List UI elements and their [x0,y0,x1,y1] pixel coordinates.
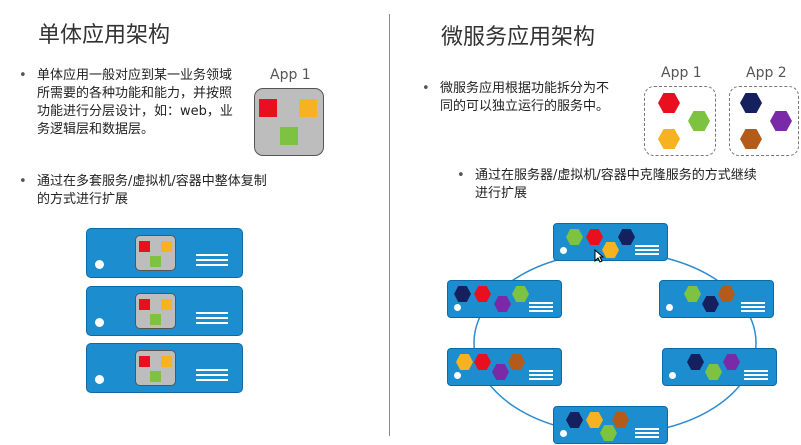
server-status-light [560,430,567,437]
microservice-app2-box [729,86,799,156]
server-status-light [666,304,673,311]
green-module [150,256,161,267]
green-service [600,425,617,441]
server-status-light [95,260,104,269]
bullet-dot: • [422,81,430,96]
red-service [474,354,491,370]
red-module [139,241,150,252]
brown-service [612,412,629,428]
server-vent-lines [196,312,228,326]
navy-service [687,354,704,370]
green-service [684,286,701,302]
orange-module [161,356,172,367]
microservice-server-upper-left [447,280,562,318]
microservice-server-lower-right [662,348,777,386]
bullet-dot: • [19,68,27,83]
microservice-bullet-1: • 微服务应用根据功能拆分为不同的可以独立运行的服务中。 [422,80,616,116]
orange-service [602,242,619,258]
brown-service [508,354,525,370]
orange-module [299,99,317,117]
microservice-app1-label: App 1 [661,65,702,81]
server-status-light [669,372,676,379]
microservice-title: 微服务应用架构 [441,25,596,50]
microservice-server-lower-left [447,348,562,386]
server-vent-lines [635,245,659,255]
red-service [586,229,603,245]
monolith-server-2 [86,286,243,336]
navy-service [454,286,471,302]
microservice-server-bottom [553,406,668,444]
green-module [150,371,161,382]
red-service [474,286,491,302]
monolith-title: 单体应用架构 [38,23,171,48]
server-vent-lines [529,370,553,380]
monolith-bullet-2-text: 通过在多套服务/虚拟机/容器中整体复制的方式进行扩展 [37,174,267,207]
microservice-app2-label: App 2 [746,65,787,81]
orange-service [456,354,473,370]
server-vent-lines [741,302,765,312]
microservice-app1-box [644,86,716,156]
monolith-app-box [254,88,324,156]
monolith-server-3 [86,343,243,393]
server-vent-lines [196,369,228,383]
red-module [139,299,150,310]
monolith-bullet-2: • 通过在多套服务/虚拟机/容器中整体复制的方式进行扩展 [19,173,277,209]
bullet-dot: • [457,168,465,183]
monolith-bullet-1: • 单体应用一般对应到某一业务领域所需要的各种功能和能力，并按照功能进行分层设计… [19,67,243,139]
microservice-server-upper-right [659,280,774,318]
green-service [705,364,722,380]
green-module [280,127,298,145]
navy-service [702,296,719,312]
section-divider [389,14,390,436]
purple-service [770,111,792,131]
server-vent-lines [635,428,659,438]
orange-module [161,241,172,252]
bullet-dot: • [19,174,27,189]
app-copy [135,293,176,329]
red-service [658,93,680,113]
green-module [150,314,161,325]
app-copy [135,350,176,386]
red-module [139,356,150,367]
brown-service [740,129,762,149]
orange-service [586,412,603,428]
green-service [566,229,583,245]
green-service [688,111,710,131]
microservice-server-top [553,223,668,261]
server-status-light [560,247,567,254]
orange-module [161,299,172,310]
green-service [512,286,529,302]
monolith-app-label: App 1 [270,67,311,83]
server-status-light [454,304,461,311]
navy-service [566,412,583,428]
server-vent-lines [744,370,768,380]
server-status-light [454,372,461,379]
microservice-bullet-2: • 通过在服务器/虚拟机/容器中克隆服务的方式继续进行扩展 [457,167,765,203]
mouse-cursor-icon [594,249,604,263]
server-vent-lines [529,302,553,312]
red-module [259,99,277,117]
microservice-bullet-1-text: 微服务应用根据功能拆分为不同的可以独立运行的服务中。 [440,81,610,114]
microservice-bullet-2-text: 通过在服务器/虚拟机/容器中克隆服务的方式继续进行扩展 [475,168,757,201]
monolith-server-1 [86,228,243,278]
monolith-bullet-1-text: 单体应用一般对应到某一业务领域所需要的各种功能和能力，并按照功能进行分层设计，如… [37,68,233,137]
server-status-light [95,375,104,384]
purple-service [723,354,740,370]
server-status-light [95,318,104,327]
server-vent-lines [196,254,228,268]
app-copy [135,235,176,271]
orange-service [658,129,680,149]
brown-service [718,286,735,302]
navy-service [618,229,635,245]
purple-service [492,364,509,380]
purple-service [494,296,511,312]
navy-service [740,93,762,113]
